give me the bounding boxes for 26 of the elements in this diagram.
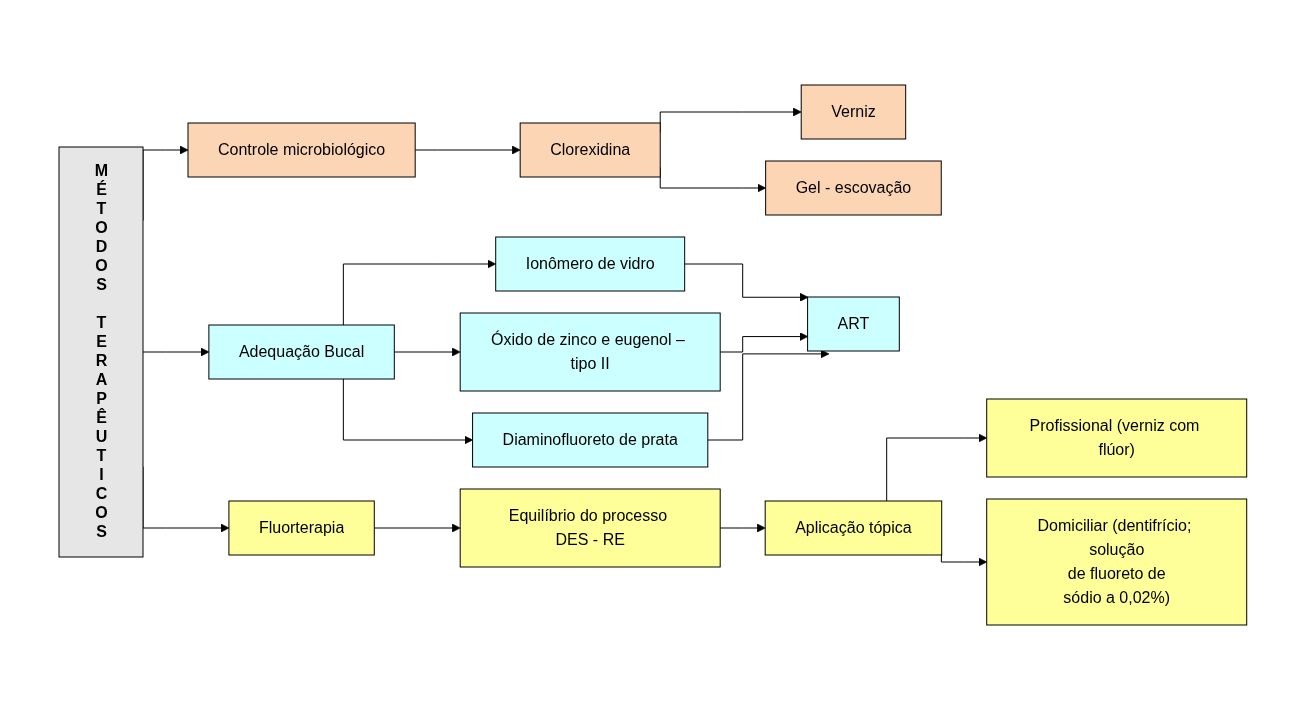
node-box: Domiciliar (dentifrício; solução de fluoreto de sódio a 0,02%)	[985, 498, 1247, 626]
node-box: Aplicação tópica	[764, 500, 942, 556]
arrow	[885, 433, 987, 502]
node-box: Gel - escovação	[764, 160, 942, 216]
arrow	[940, 554, 987, 567]
node-box: Clorexidina	[519, 122, 661, 178]
node-box: MÉTODOS TERAPÊUTICOS	[58, 146, 144, 558]
arrow	[342, 378, 473, 445]
arrow	[373, 523, 461, 533]
node-box: Controle microbiológico	[187, 122, 416, 178]
arrow	[414, 145, 521, 155]
node-box: Fluorterapia	[228, 500, 375, 556]
node-box: Verniz	[800, 84, 906, 140]
arrow	[683, 263, 809, 302]
arrow	[719, 332, 808, 353]
arrow	[342, 259, 496, 326]
arrow	[719, 523, 766, 533]
node-box: Diaminofluoreto de prata	[471, 412, 708, 468]
arrow	[142, 347, 209, 357]
node-box: Equilíbrio do processo DES - RE	[459, 488, 721, 568]
node-box: Adequação Bucal	[208, 324, 395, 380]
node-box: Ionômero de vidro	[494, 236, 685, 292]
node-box: Óxido de zinco e eugenol – tipo II	[459, 312, 721, 392]
node-box: ART	[806, 296, 900, 352]
node-box: Profissional (verniz com flúor)	[985, 398, 1247, 478]
arrow	[393, 347, 461, 357]
